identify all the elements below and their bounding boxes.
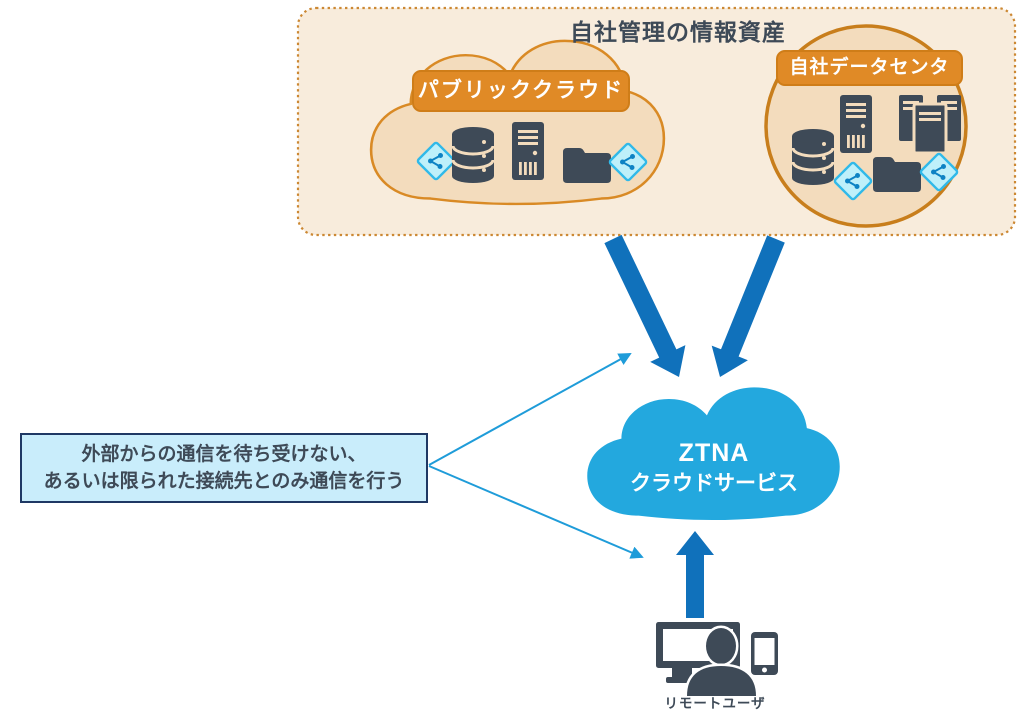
arrow-user-to-ztna: [676, 531, 714, 618]
note-line-2: あるいは限られた接続先とのみ通信を行う: [43, 471, 405, 492]
arrow-datacenter-to-ztna: [711, 235, 785, 377]
arrow-publiccloud-to-ztna: [604, 234, 686, 377]
note-arrow-upper: [428, 353, 632, 466]
assets-box-title: 自社管理の情報資産: [570, 19, 786, 45]
database-icon: [790, 127, 836, 187]
note-box: 外部からの通信を待ち受けない、 あるいは限られた接続先とのみ通信を行う: [20, 433, 428, 503]
ztna-cloud-title: ZTNA: [678, 439, 750, 467]
ztna-cloud-subtitle: クラウドサービス: [630, 472, 798, 495]
remote-user-icons: [656, 622, 778, 699]
remote-user-label: リモートユーザ: [664, 696, 766, 711]
person-icon: [684, 625, 759, 699]
folder-icon: [873, 157, 921, 192]
server-icon: [512, 122, 544, 180]
smartphone-icon: [751, 632, 778, 675]
public-cloud-label: パブリッククラウド: [412, 70, 630, 112]
folder-icon: [563, 148, 611, 183]
note-line-1: 外部からの通信を待ち受けない、: [81, 444, 367, 465]
note-arrow-lower: [428, 465, 644, 559]
server-icon: [840, 95, 872, 153]
datacenter-label: 自社データセンタ: [776, 50, 963, 86]
database-icon: [450, 125, 496, 185]
